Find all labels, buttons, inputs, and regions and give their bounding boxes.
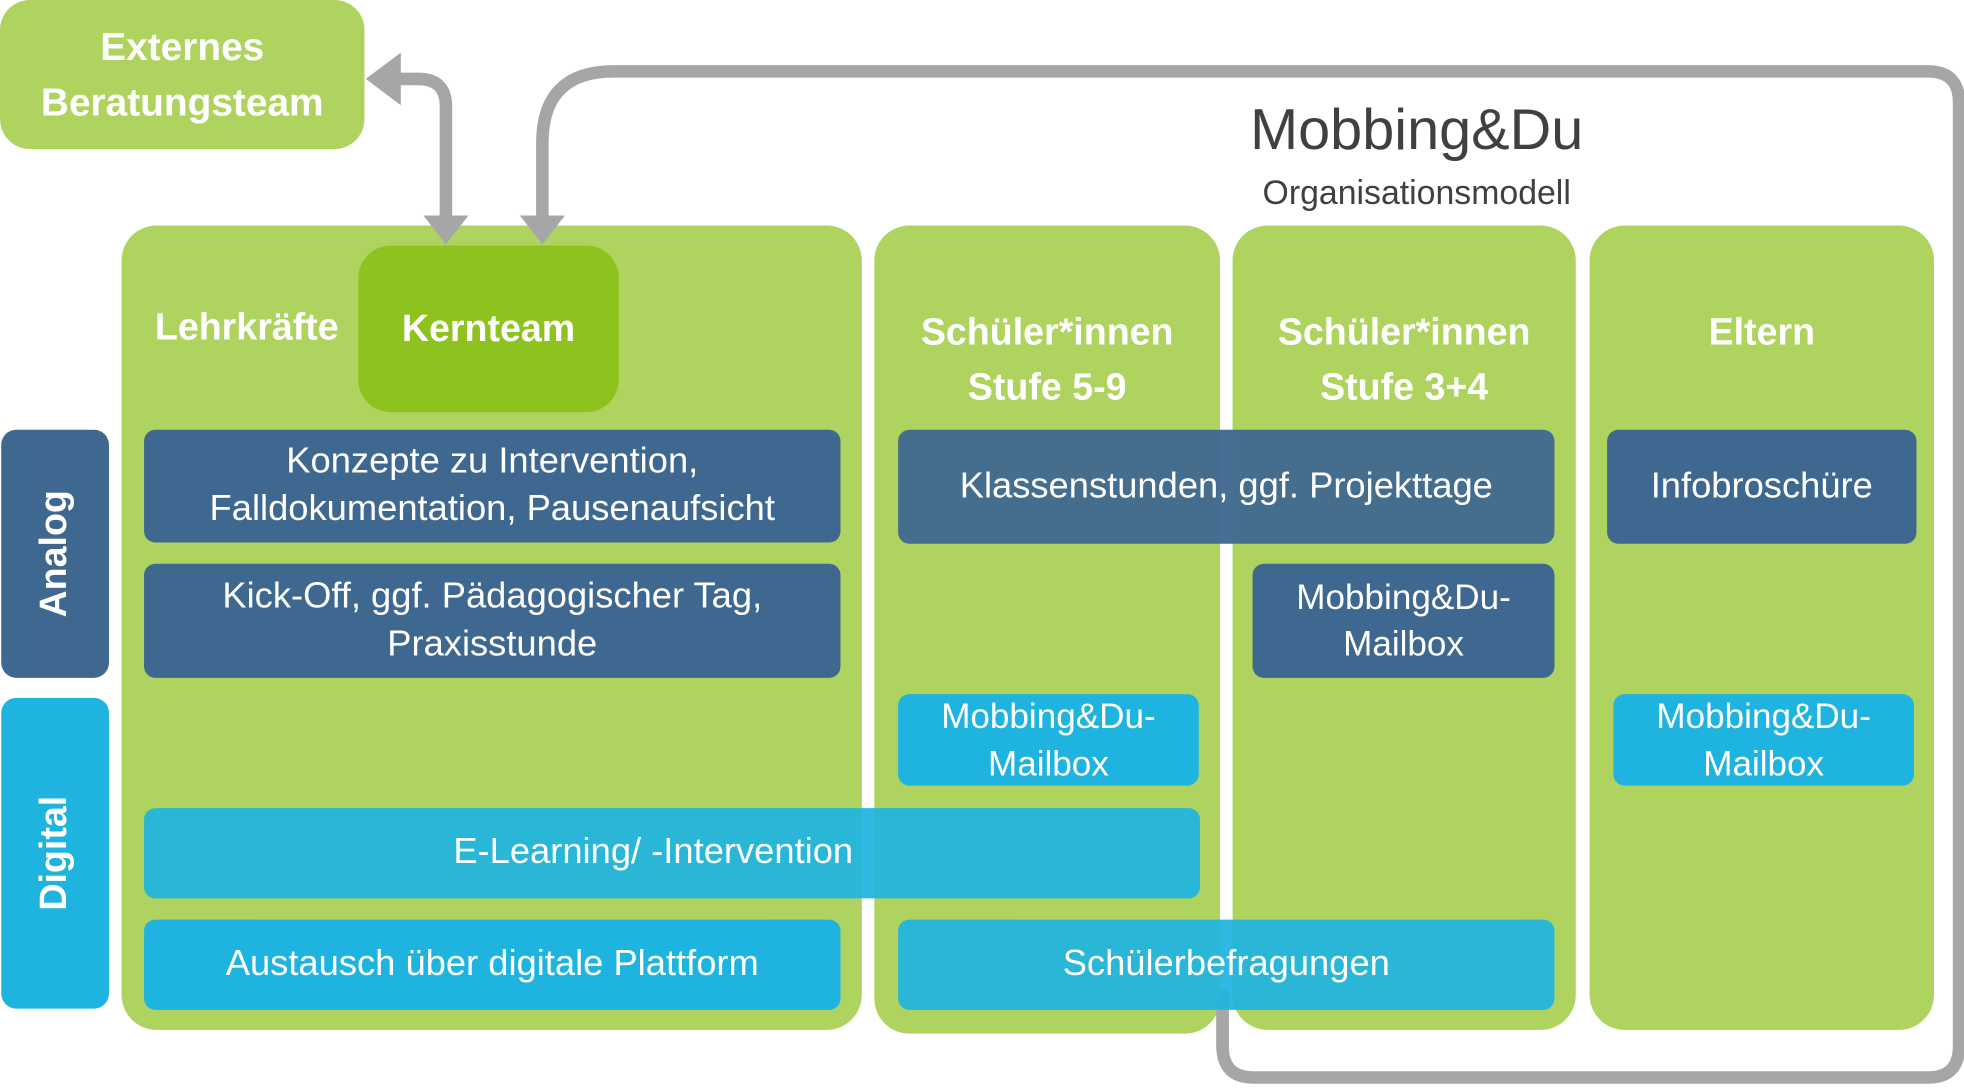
mailbox-3-4-box: Mobbing&Du- Mailbox [1252,563,1555,678]
arrow-head-down-loop-icon [519,215,565,245]
digital-side-label: Digital [1,697,109,1009]
column-students-5-9 [874,225,1221,1034]
advisory-double-arrow [398,72,453,216]
students-3-4-header: Schüler*innen Stufe 3+4 [1277,311,1531,408]
elearning-label: E-Learning/ -Intervention [453,832,854,873]
core-team-box: Kernteam [358,245,619,413]
parents-header: Eltern [1708,311,1816,354]
mailbox-5-9-box: Mobbing&Du- Mailbox [898,694,1199,786]
class-lessons-box: Klassenstunden, ggf. Projekttage [898,429,1555,544]
mailbox-parents-box: Mobbing&Du- Mailbox [1613,694,1914,786]
students-5-9-header: Schüler*innen Stufe 5-9 [920,311,1174,408]
arrow-head-down-core-icon [423,215,469,245]
teachers-header: Lehrkräfte [154,306,339,349]
diagram-title: Mobbing&Du [1250,96,1584,162]
diagram-subtitle: Organisationsmodell [1262,174,1571,212]
concepts-box: Konzepte zu Intervention, Falldokumentat… [144,429,841,543]
kickoff-box: Kick-Off, ggf. Pädagogischer Tag, Praxis… [144,563,841,678]
arrow-head-left-icon [365,52,401,106]
column-parents [1589,225,1935,1030]
elearning-box: E-Learning/ -Intervention [144,808,1200,899]
platform-box: Austausch über digitale Plattform [144,919,841,1010]
brochure-box: Infobroschüre [1607,429,1917,544]
surveys-box: Schülerbefragungen [898,919,1555,1010]
analog-side-label: Analog [1,429,109,678]
feedback-loop-line [536,65,1964,1084]
external-advisory-team: Externes Beratungsteam [0,0,365,150]
